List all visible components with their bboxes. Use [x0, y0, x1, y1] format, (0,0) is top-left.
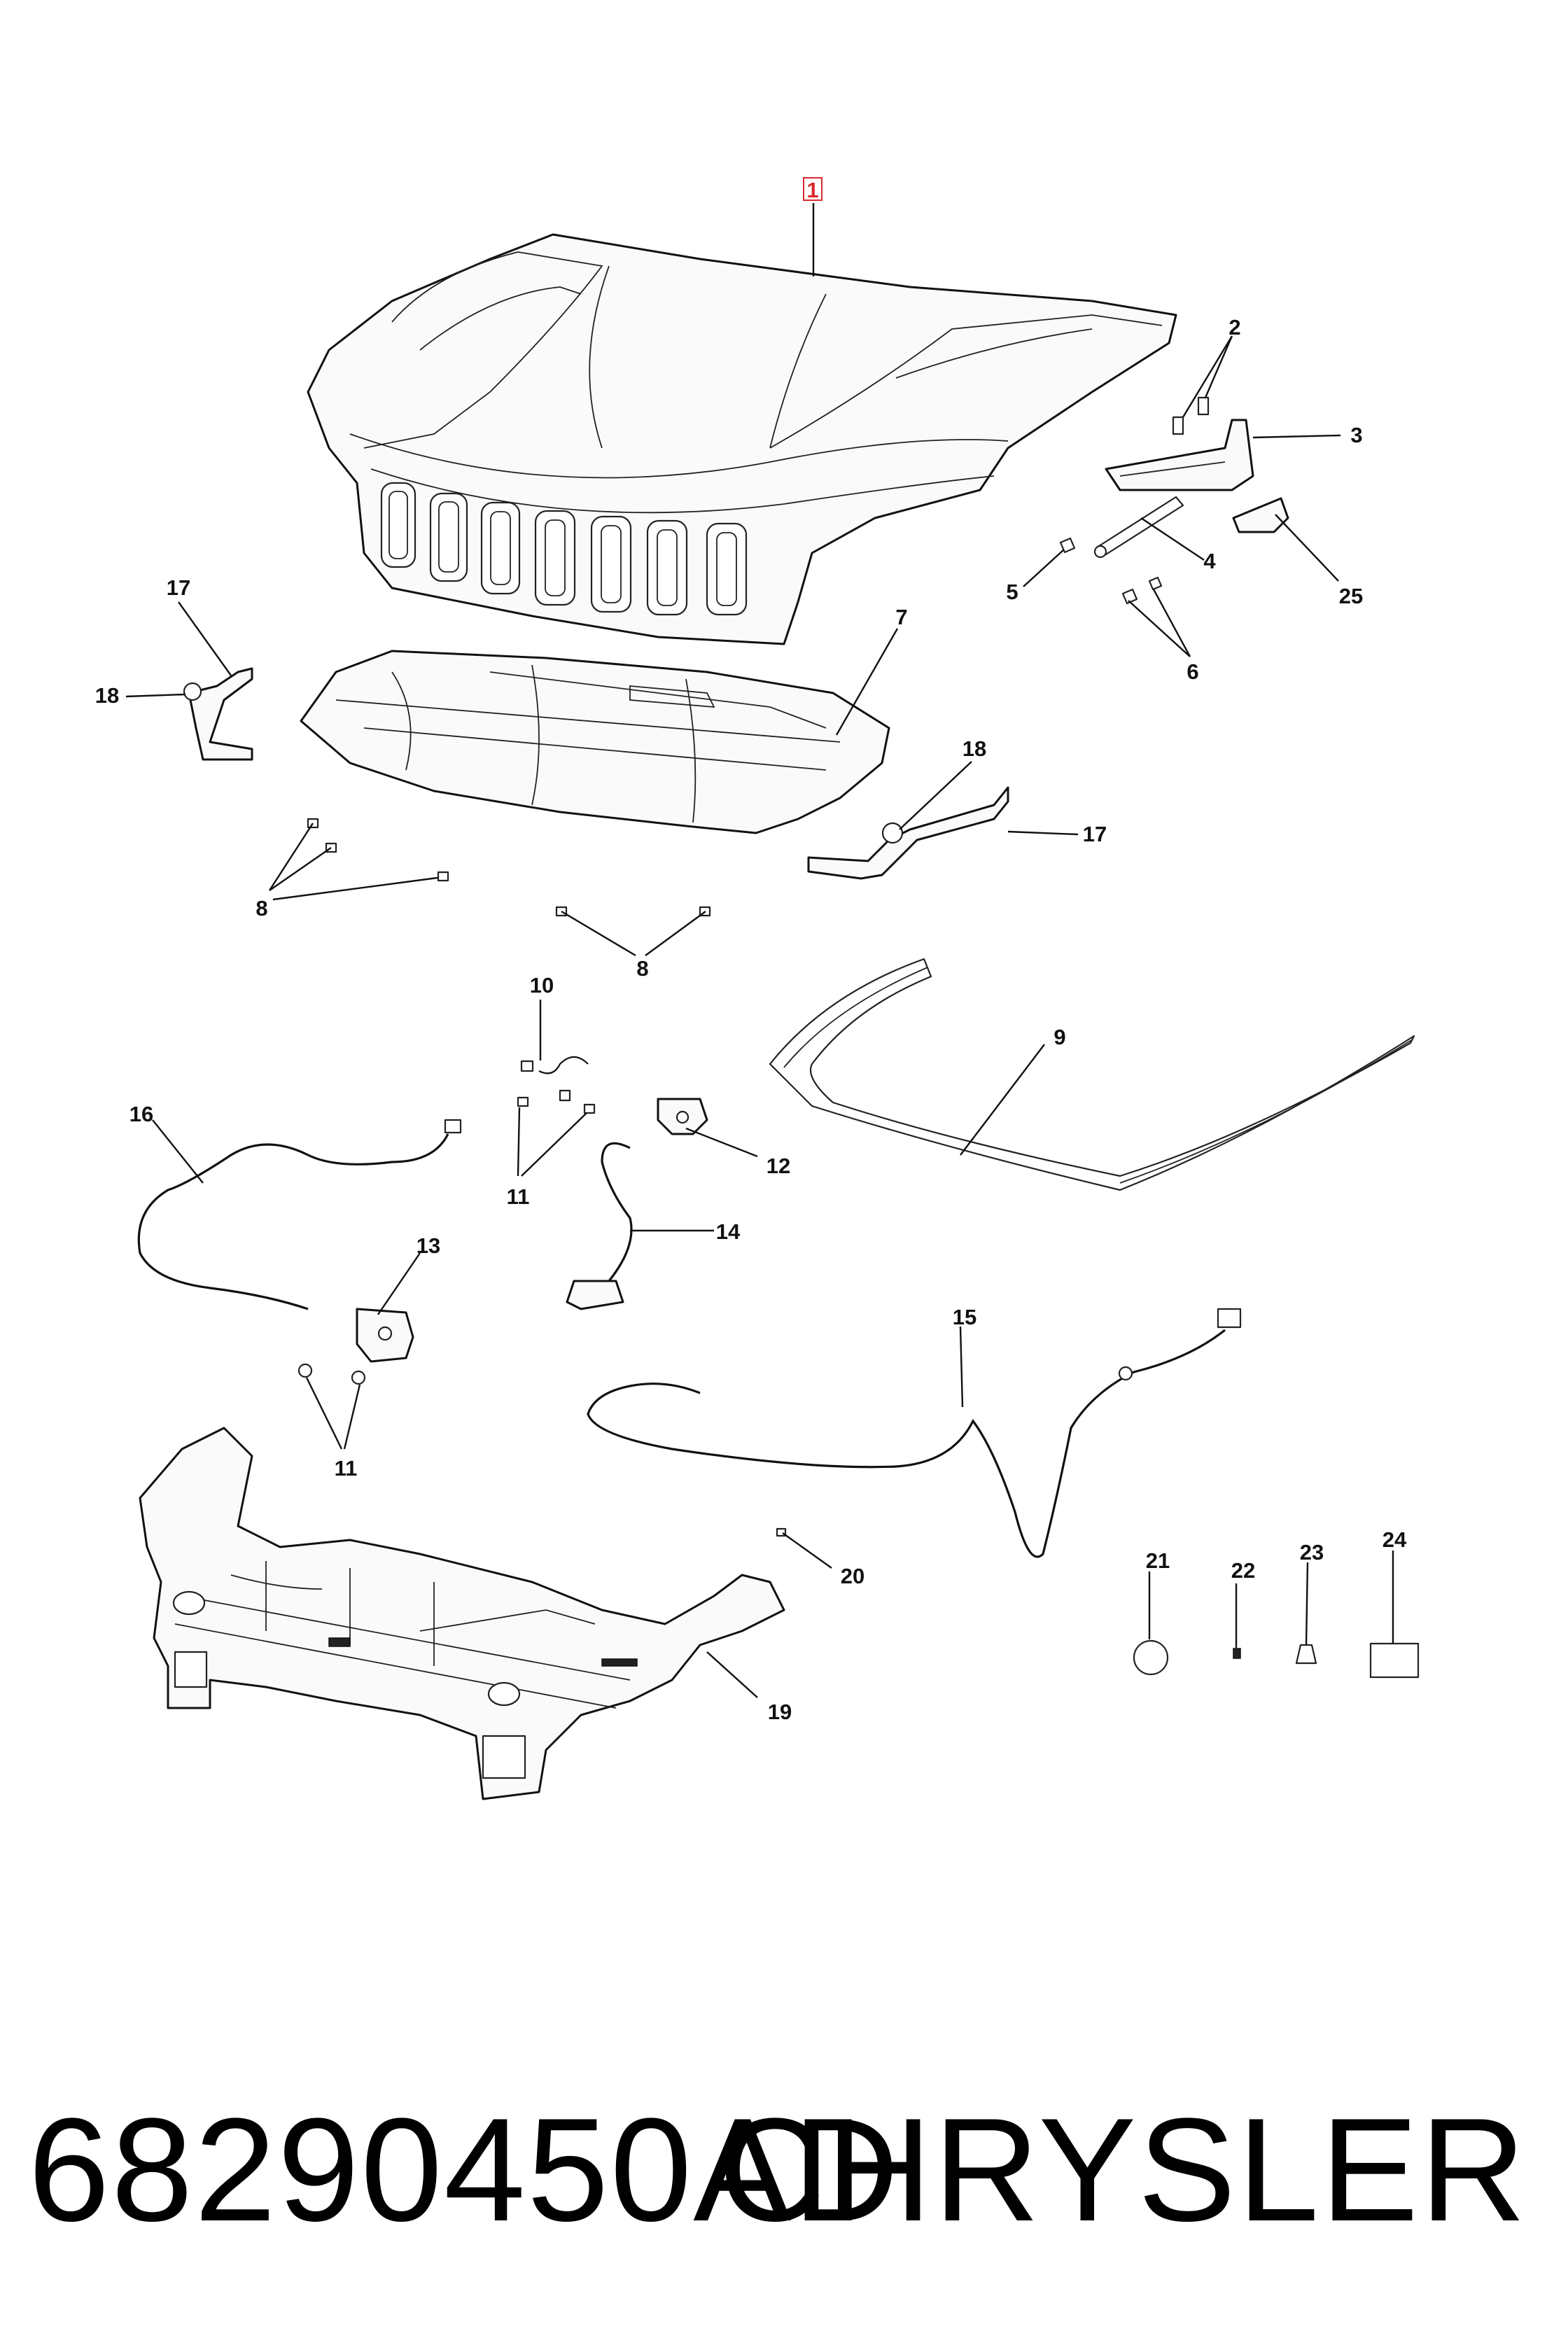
callout-17-right: 17: [1083, 822, 1107, 846]
callout-9: 9: [1054, 1025, 1065, 1049]
front-support[interactable]: [139, 1427, 785, 1800]
secondary-latch[interactable]: [356, 1308, 414, 1363]
callout-6: 6: [1186, 659, 1198, 684]
hood-hinge-bolts[interactable]: [1172, 396, 1210, 435]
callout-8-center: 8: [636, 956, 648, 981]
grommet-23[interactable]: [1295, 1644, 1317, 1665]
hood-prop-rod[interactable]: [1093, 496, 1184, 559]
insulator-clips[interactable]: [307, 818, 711, 917]
hood-hinge-bracket[interactable]: [1105, 419, 1254, 491]
callout-11-upper: 11: [507, 1184, 530, 1209]
callout-3: 3: [1350, 423, 1362, 447]
leader-lines: [125, 203, 1394, 1698]
callout-14: 14: [716, 1219, 741, 1244]
callout-labels: 1 2 3 4 5 6 7 8 8 9 10 11 11 12 13 14 15…: [95, 177, 1407, 1724]
plug-21[interactable]: [1133, 1639, 1169, 1676]
callout-15: 15: [953, 1305, 976, 1329]
brand-name: CHRYSLER: [718, 2087, 1527, 2252]
callout-11-lower: 11: [335, 1456, 358, 1480]
callout-23: 23: [1300, 1540, 1324, 1564]
hood-insulator[interactable]: [300, 650, 890, 834]
callout-7: 7: [895, 605, 907, 629]
hood-panel[interactable]: [307, 233, 1177, 645]
callout-2: 2: [1228, 315, 1240, 340]
label-24[interactable]: [1369, 1642, 1420, 1679]
release-cable-14[interactable]: [566, 1142, 633, 1310]
exploded-parts-diagram: 1 2 3 4 5 6 7 8 8 9 10 11 11 12 13 14 15…: [95, 177, 1420, 1800]
clip-parts-6[interactable]: [1121, 576, 1163, 605]
callout-1-highlight-box: [803, 177, 822, 201]
hood-ajar-sensor[interactable]: [520, 1056, 589, 1102]
hood-latch[interactable]: [657, 1098, 708, 1135]
hood-hinge-left[interactable]: [183, 667, 253, 761]
hood-hinge-right[interactable]: [807, 786, 1009, 880]
hood-seal[interactable]: [769, 958, 1415, 1191]
hood-bumper[interactable]: [1232, 497, 1289, 533]
callout-18-left: 18: [95, 683, 119, 708]
callout-5: 5: [1006, 580, 1018, 604]
callout-25: 25: [1339, 584, 1363, 608]
fasteners-11[interactable]: [298, 1096, 596, 1385]
callout-16: 16: [130, 1102, 153, 1126]
hood-grille-slots: [380, 482, 748, 616]
callout-4: 4: [1203, 549, 1216, 573]
callout-17-left: 17: [167, 575, 190, 600]
footer: 68290450AD CHRYSLER: [0, 2030, 1568, 2310]
callout-18-right: 18: [962, 736, 986, 761]
callout-24: 24: [1382, 1527, 1407, 1552]
callout-19: 19: [768, 1700, 792, 1724]
callout-10: 10: [530, 973, 554, 997]
callout-12: 12: [766, 1154, 790, 1178]
callout-8-left: 8: [255, 896, 267, 920]
callout-22: 22: [1231, 1558, 1255, 1583]
callout-20: 20: [841, 1564, 864, 1588]
release-cable-15[interactable]: [587, 1308, 1242, 1558]
part-number: 68290450AD: [28, 2087, 901, 2252]
callout-1: 1: [806, 178, 818, 202]
push-pin-22[interactable]: [1233, 1648, 1241, 1659]
callout-21: 21: [1146, 1548, 1170, 1573]
release-cable-16[interactable]: [137, 1119, 462, 1310]
callout-13: 13: [416, 1233, 440, 1258]
